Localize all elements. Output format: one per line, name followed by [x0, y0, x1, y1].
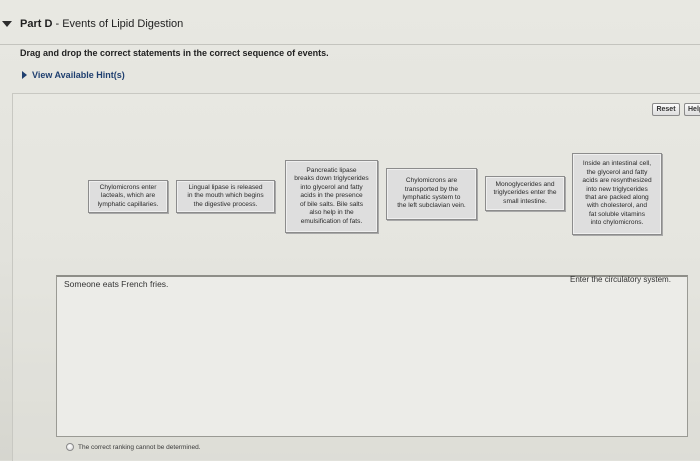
- view-hints-toggle[interactable]: View Available Hint(s): [22, 69, 125, 81]
- caret-right-icon: [22, 71, 27, 79]
- sequence-end-label: Enter the circulatory system.: [570, 275, 671, 284]
- instructions: Drag and drop the correct statements in …: [20, 48, 329, 58]
- sequence-drop-zone[interactable]: [56, 275, 688, 437]
- sequence-start-label: Someone eats French fries.: [64, 279, 169, 289]
- ranking-undetermined-option[interactable]: The correct ranking cannot be determined…: [66, 441, 200, 453]
- help-button[interactable]: Help: [684, 103, 700, 116]
- view-hints-label: View Available Hint(s): [32, 70, 125, 80]
- reset-button[interactable]: Reset: [652, 103, 680, 116]
- part-header[interactable]: Part D - Events of Lipid Digestion: [0, 0, 700, 45]
- ranking-undetermined-label: The correct ranking cannot be determined…: [78, 443, 201, 451]
- card-text: Inside an intestinal cell,the glycerol a…: [582, 160, 652, 227]
- statement-card-intestinal-cell-resynthesis[interactable]: Inside an intestinal cell,the glycerol a…: [572, 153, 662, 235]
- part-title: Part D - Events of Lipid Digestion: [20, 18, 184, 30]
- collapse-caret-icon[interactable]: [2, 21, 12, 27]
- radio-button[interactable]: [66, 443, 74, 451]
